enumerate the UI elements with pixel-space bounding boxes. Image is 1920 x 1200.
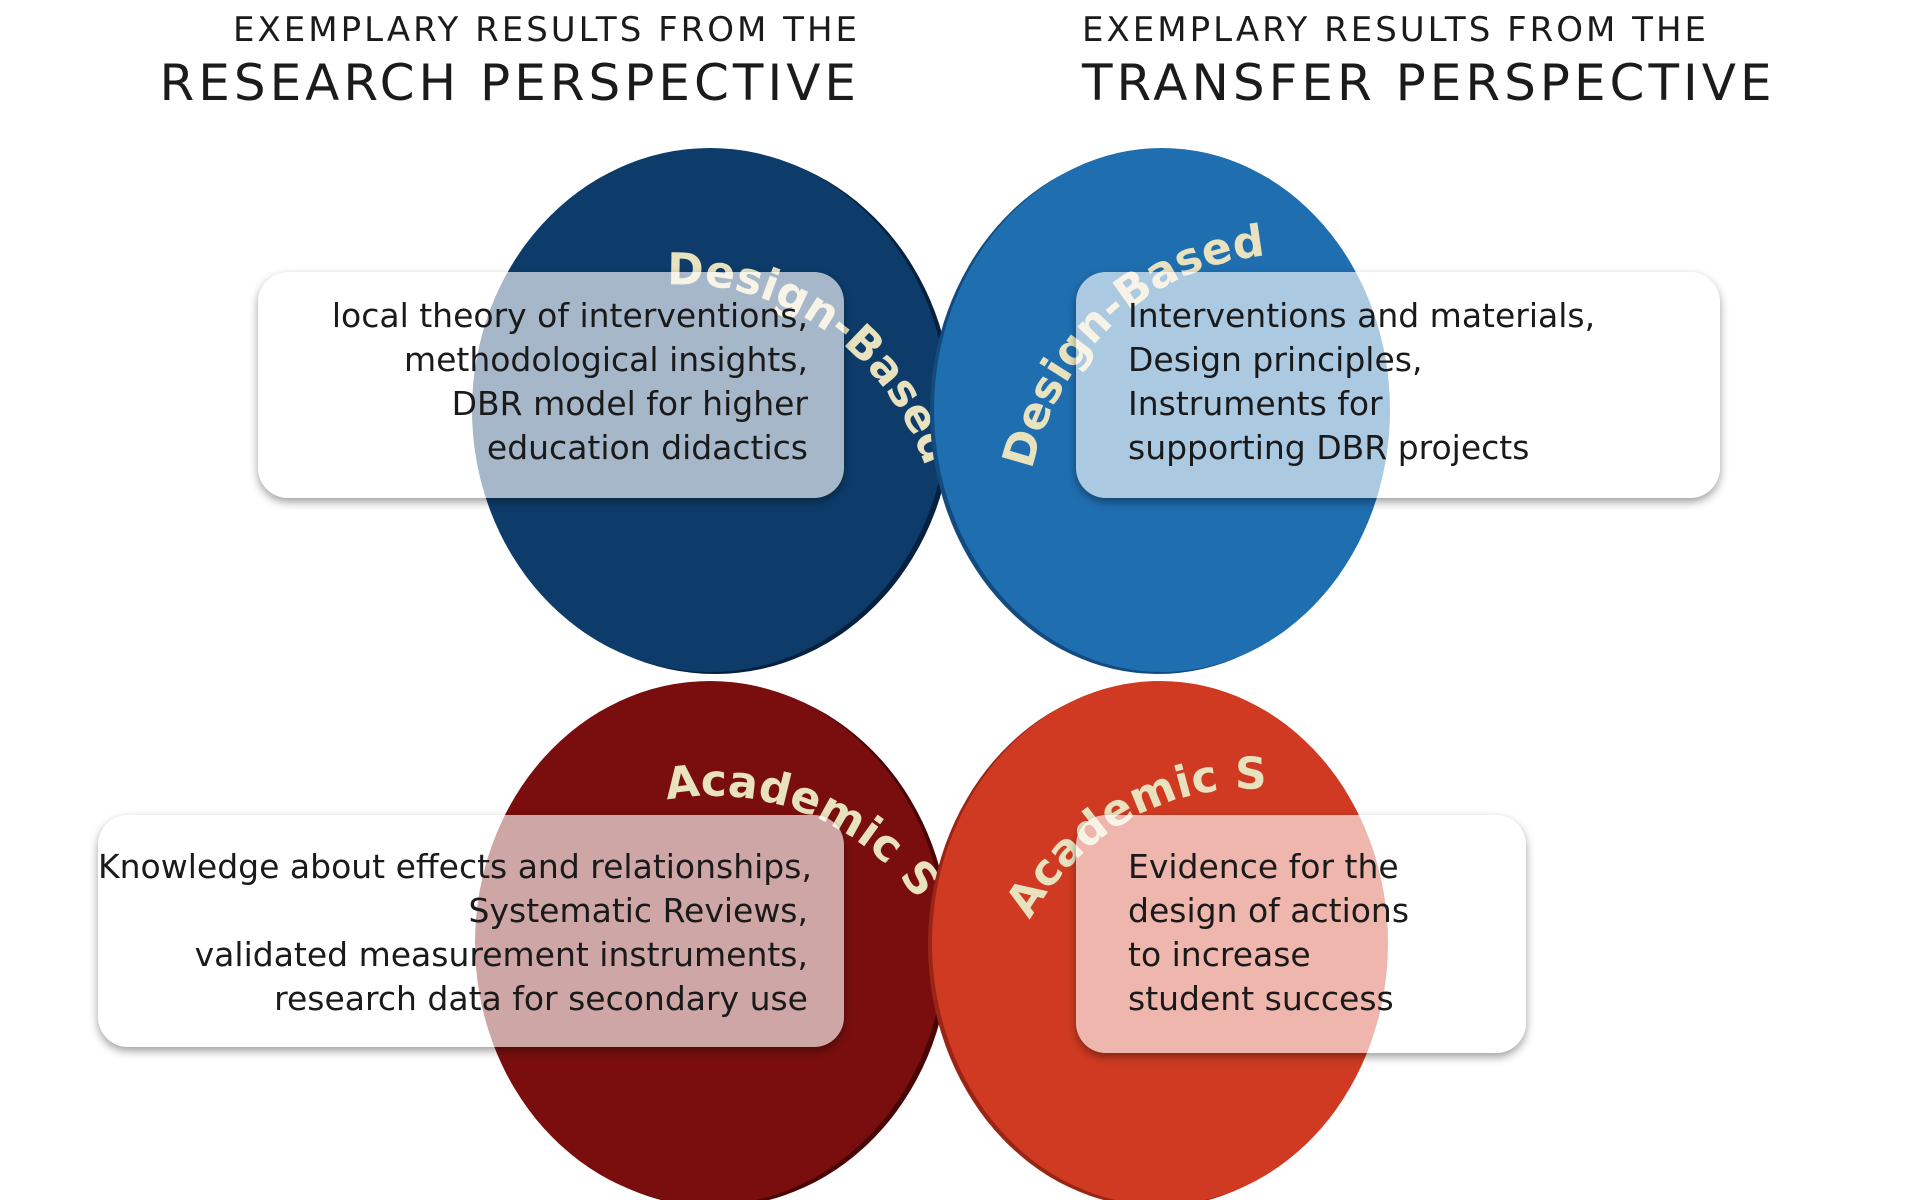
transfer-success-results-box: Evidence for the design of actions to in… (1076, 815, 1526, 1053)
research-heading-line2: RESEARCH PERSPECTIVE (159, 54, 860, 112)
transfer-success-result: Evidence for the (1128, 847, 1399, 886)
research-success-result: validated measurement instruments, (194, 935, 808, 974)
transfer-dbr-results-box: Interventions and materials, Design prin… (1076, 272, 1720, 498)
research-dbr-result: education didactics (486, 428, 808, 467)
transfer-dbr-result: Instruments for (1128, 384, 1383, 423)
research-dbr-result: DBR model for higher (451, 384, 808, 423)
research-dbr-result: methodological insights, (403, 340, 808, 379)
transfer-dbr-result: supporting DBR projects (1128, 428, 1530, 467)
transfer-success-result: design of actions (1128, 891, 1410, 930)
transfer-perspective-heading: EXEMPLARY RESULTS FROM THE TRANSFER PERS… (1082, 8, 1842, 114)
research-success-result: Knowledge about effects and relationship… (98, 847, 812, 886)
transfer-dbr-result: Design principles, (1128, 340, 1423, 379)
transfer-success-result: student success (1128, 979, 1394, 1018)
research-success-result: research data for secondary use (274, 979, 808, 1018)
research-success-results-box: Knowledge about effects and relationship… (98, 815, 844, 1047)
transfer-dbr-result: Interventions and materials, (1128, 296, 1596, 335)
research-perspective-heading: EXEMPLARY RESULTS FROM THE RESEARCH PERS… (100, 8, 860, 114)
research-success-result: Systematic Reviews, (468, 891, 808, 930)
research-heading-line1: EXEMPLARY RESULTS FROM THE (233, 10, 860, 50)
transfer-heading-line2: TRANSFER PERSPECTIVE (1082, 54, 1776, 112)
transfer-success-result: to increase (1128, 935, 1311, 974)
research-dbr-result: local theory of interventions, (331, 296, 808, 335)
research-dbr-results-box: local theory of interventions, methodolo… (258, 272, 844, 498)
transfer-heading-line1: EXEMPLARY RESULTS FROM THE (1082, 10, 1709, 50)
